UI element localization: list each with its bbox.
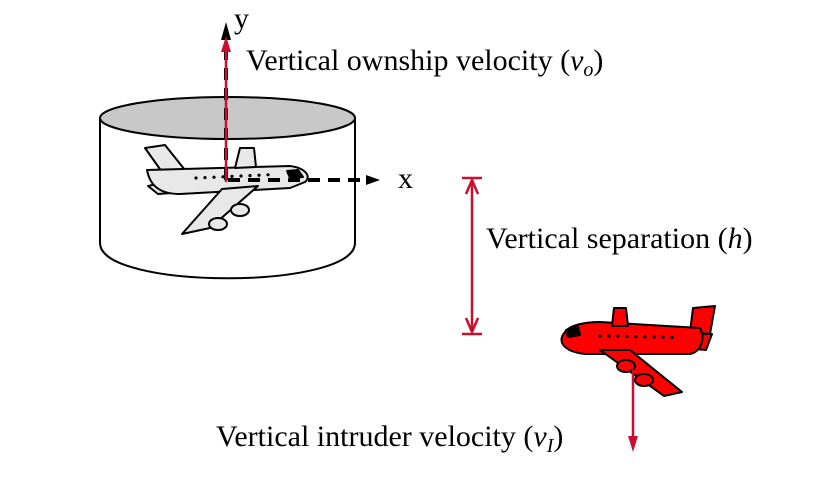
- close-paren: ): [593, 44, 603, 77]
- close-paren: ): [743, 222, 753, 255]
- intruder-aircraft-icon: [560, 305, 716, 397]
- open-paren: (: [718, 222, 728, 255]
- intruder-velocity-label: Vertical intruder velocity (vI): [216, 420, 563, 457]
- ownship-velocity-symbol: v: [570, 44, 584, 77]
- ownship-velocity-label: Vertical ownship velocity (vo): [246, 44, 603, 81]
- open-paren: (: [523, 420, 533, 453]
- intruder-velocity-subscript: I: [546, 435, 555, 457]
- separation-label: Vertical separation (h): [486, 222, 753, 255]
- ownship-velocity-subscript: o: [583, 59, 593, 81]
- x-axis-label: x: [398, 162, 413, 195]
- y-axis-label: y: [234, 2, 249, 35]
- ownship-velocity-text: Vertical ownship velocity: [246, 44, 560, 77]
- separation-symbol: h: [728, 222, 743, 255]
- close-paren: ): [553, 420, 563, 453]
- separation-text: Vertical separation: [486, 222, 718, 255]
- open-paren: (: [560, 44, 570, 77]
- vertical-separation-measure: [462, 176, 482, 336]
- intruder-velocity-text: Vertical intruder velocity: [216, 420, 523, 453]
- intruder-velocity-symbol: v: [533, 420, 547, 453]
